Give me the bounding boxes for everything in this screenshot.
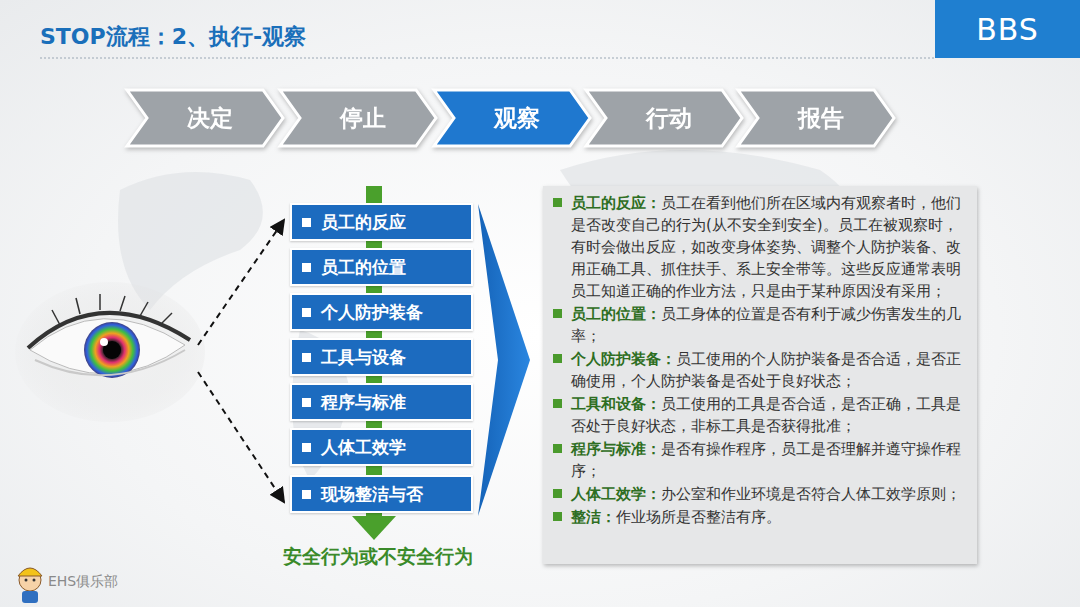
observe-item-box: 人体工效学 bbox=[290, 428, 473, 466]
chevron-outline bbox=[434, 90, 590, 146]
item-label: 人体工效学 bbox=[321, 436, 406, 459]
badge-text: BBS bbox=[976, 12, 1039, 47]
step-chevron: 停止 bbox=[278, 88, 438, 148]
description-item: 员工的反应：员工在看到他们所在区域内有观察者时，他们是否改变自己的行为(从不安全… bbox=[553, 192, 965, 302]
bullet-square bbox=[553, 399, 562, 408]
observe-item-box: 程序与标准 bbox=[290, 383, 473, 421]
item-heading: 员工的反应： bbox=[571, 194, 661, 212]
bullet-square bbox=[302, 443, 311, 452]
description-item: 工具和设备：员工使用的工具是否合适，是否正确，工具是否处于良好状态，非标工具是否… bbox=[553, 393, 965, 437]
item-heading: 工具和设备： bbox=[571, 395, 661, 413]
description-panel: 员工的反应：员工在看到他们所在区域内有观察者时，他们是否改变自己的行为(从不安全… bbox=[543, 186, 977, 564]
item-heading: 人体工效学： bbox=[571, 485, 661, 503]
badge-box: BBS bbox=[935, 0, 1080, 58]
step-chevron: 报告 bbox=[736, 88, 896, 148]
item-label: 工具与设备 bbox=[321, 346, 406, 369]
observe-item-box: 个人防护装备 bbox=[290, 293, 473, 331]
item-label: 个人防护装备 bbox=[321, 301, 423, 324]
observe-item-box: 现场整洁与否 bbox=[290, 475, 473, 513]
bullet-square bbox=[302, 490, 311, 499]
bullet-square bbox=[553, 198, 562, 207]
description-item: 整洁：作业场所是否整洁有序。 bbox=[553, 506, 965, 528]
item-body: 作业场所是否整洁有序。 bbox=[616, 508, 781, 526]
step-label: 报告 bbox=[788, 103, 844, 134]
step-chevron: 决定 bbox=[125, 88, 285, 148]
item-label: 员工的位置 bbox=[321, 256, 406, 279]
bullet-square bbox=[302, 218, 311, 227]
bullet-square bbox=[302, 263, 311, 272]
step-label: 行动 bbox=[636, 103, 692, 134]
bullet-square bbox=[302, 308, 311, 317]
item-label: 员工的反应 bbox=[321, 211, 406, 234]
result-label: 安全行为或不安全行为 bbox=[283, 544, 473, 570]
item-heading: 程序与标准： bbox=[571, 440, 661, 458]
chevron-outline bbox=[586, 90, 742, 146]
chevron-outline bbox=[280, 90, 436, 146]
step-label: 停止 bbox=[330, 103, 386, 134]
chevron-outline bbox=[127, 90, 283, 146]
item-label: 程序与标准 bbox=[321, 391, 406, 414]
bullet-square bbox=[553, 354, 562, 363]
item-body: 办公室和作业环境是否符合人体工效学原则； bbox=[661, 485, 961, 503]
item-heading: 个人防护装备： bbox=[571, 350, 676, 368]
bullet-square bbox=[302, 353, 311, 362]
item-label: 现场整洁与否 bbox=[321, 483, 423, 506]
description-item: 员工的位置：员工身体的位置是否有利于减少伤害发生的几率； bbox=[553, 303, 965, 347]
step-label: 观察 bbox=[484, 103, 540, 134]
item-heading: 员工的位置： bbox=[571, 305, 661, 323]
chevron-outline bbox=[738, 90, 894, 146]
bullet-square bbox=[302, 398, 311, 407]
observe-item-box: 工具与设备 bbox=[290, 338, 473, 376]
page-title: STOP流程：2、执行-观察 bbox=[40, 22, 306, 52]
description-item: 个人防护装备：员工使用的个人防护装备是否合适，是否正确使用，个人防护装备是否处于… bbox=[553, 348, 965, 392]
item-heading: 整洁： bbox=[571, 508, 616, 526]
step-chevron: 观察 bbox=[432, 88, 592, 148]
step-label: 决定 bbox=[177, 103, 233, 134]
bullet-square bbox=[553, 512, 562, 521]
observe-item-box: 员工的位置 bbox=[290, 248, 473, 286]
description-item: 程序与标准：是否有操作程序，员工是否理解并遵守操作程序； bbox=[553, 438, 965, 482]
bullet-square bbox=[553, 489, 562, 498]
step-chevron: 行动 bbox=[584, 88, 744, 148]
bullet-square bbox=[553, 444, 562, 453]
description-item: 人体工效学：办公室和作业环境是否符合人体工效学原则； bbox=[553, 483, 965, 505]
watermark: EHS俱乐部 bbox=[48, 573, 118, 591]
observe-item-box: 员工的反应 bbox=[290, 203, 473, 241]
bullet-square bbox=[553, 309, 562, 318]
